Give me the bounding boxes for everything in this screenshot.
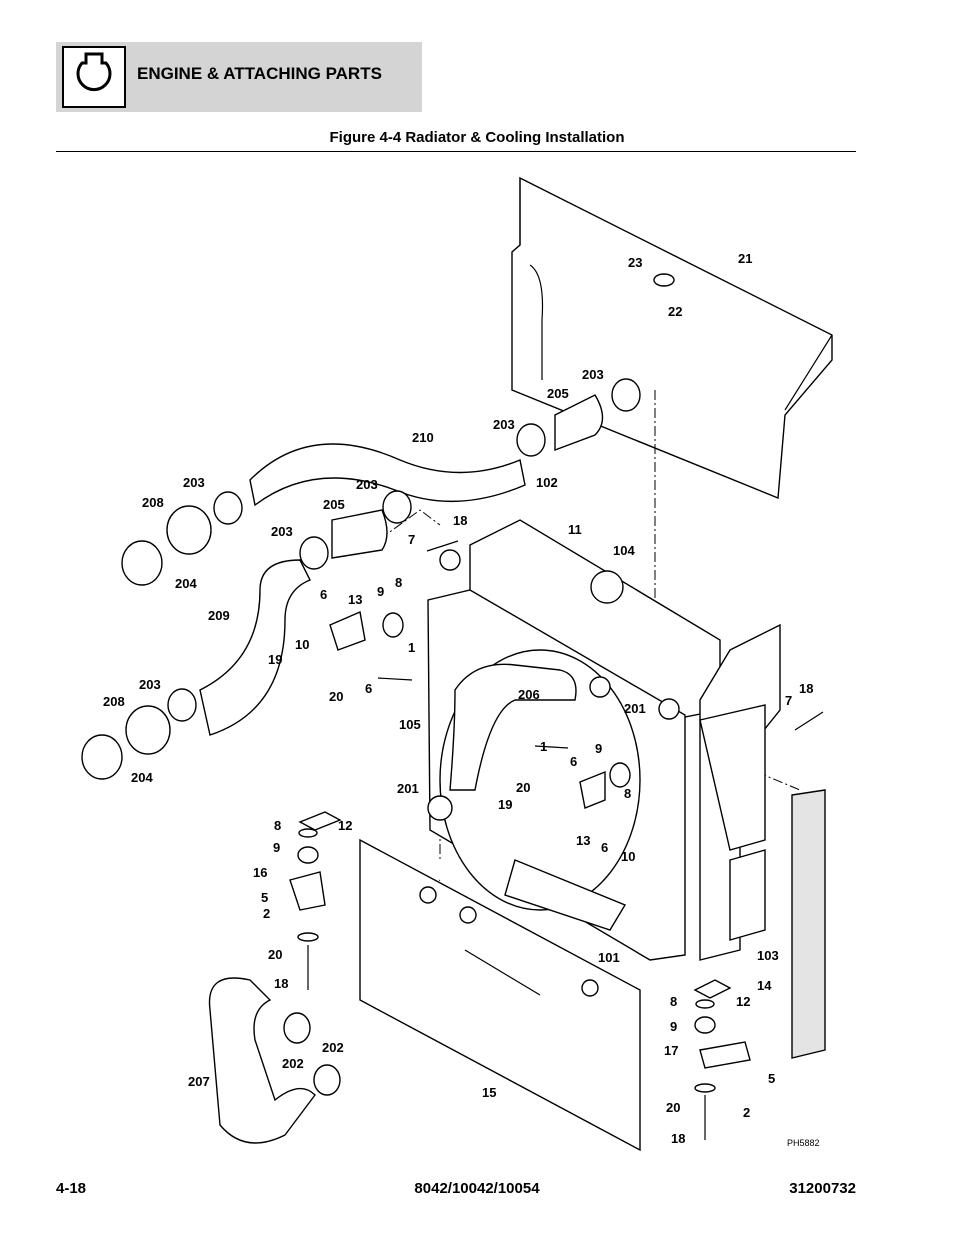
section-title: ENGINE & ATTACHING PARTS [137, 64, 382, 83]
callout-6: 6 [601, 840, 608, 855]
callout-208: 208 [142, 495, 164, 510]
callout-8: 8 [395, 575, 402, 590]
callout-12: 12 [736, 994, 750, 1009]
hose-clamps [81, 378, 641, 1096]
side-panel [791, 789, 826, 1059]
callout-8: 8 [274, 818, 281, 833]
callout-15: 15 [482, 1085, 496, 1100]
callout-20: 20 [516, 780, 530, 795]
callout-19: 19 [498, 797, 512, 812]
callout-19: 19 [268, 652, 282, 667]
callout-9: 9 [273, 840, 280, 855]
upper-hoses [199, 394, 604, 1144]
callout-210: 210 [412, 430, 434, 445]
callout-14: 14 [757, 978, 772, 993]
figure-title: Figure 4-4 Radiator & Cooling Installati… [329, 129, 625, 146]
callout-203: 203 [493, 417, 515, 432]
callout-18: 18 [453, 513, 467, 528]
callout-21: 21 [738, 251, 752, 266]
callout-105: 105 [399, 717, 421, 732]
callout-207: 207 [188, 1074, 210, 1089]
callout-8: 8 [670, 994, 677, 1009]
callout-13: 13 [348, 592, 362, 607]
callout-10: 10 [295, 637, 309, 652]
callout-205: 205 [323, 497, 345, 512]
engine-icon [62, 46, 126, 108]
callout-208: 208 [103, 694, 125, 709]
callout-204: 204 [175, 576, 197, 591]
callout-18: 18 [274, 976, 288, 991]
document-number: 31200732 [789, 1180, 856, 1197]
callout-205: 205 [547, 386, 569, 401]
callout-18: 18 [671, 1131, 685, 1146]
callout-23: 23 [628, 255, 642, 270]
callout-201: 201 [397, 781, 419, 796]
callout-7: 7 [785, 693, 792, 708]
callout-13: 13 [576, 833, 590, 848]
callout-204: 204 [131, 770, 153, 785]
callout-206: 206 [518, 687, 540, 702]
callout-20: 20 [329, 689, 343, 704]
baffle-plate [359, 838, 641, 1152]
callout-9: 9 [377, 584, 384, 599]
mount-hardware [289, 540, 824, 1140]
callout-203: 203 [139, 677, 161, 692]
callout-102: 102 [536, 475, 558, 490]
part-callouts: 21 22 23 203 205 203 210 102 203 208 203… [103, 251, 820, 1148]
callout-10: 10 [621, 849, 635, 864]
radiator-diagram: 21 22 23 203 205 203 210 102 203 208 203… [81, 176, 833, 1152]
callout-20: 20 [666, 1100, 680, 1115]
callout-202: 202 [282, 1056, 304, 1071]
callout-9: 9 [670, 1019, 677, 1034]
callout-11: 11 [568, 522, 582, 537]
radiator-core [427, 519, 781, 961]
callout-20: 20 [268, 947, 282, 962]
model-numbers: 8042/10042/10054 [414, 1180, 540, 1197]
callout-5: 5 [261, 890, 268, 905]
callout-6: 6 [365, 681, 372, 696]
callout-7: 7 [408, 532, 415, 547]
callout-103: 103 [757, 948, 779, 963]
shroud-bracket [511, 176, 833, 500]
callout-5: 5 [768, 1071, 775, 1086]
page-number: 4-18 [56, 1180, 87, 1197]
callout-6: 6 [320, 587, 327, 602]
callout-104: 104 [613, 543, 635, 558]
callout-8: 8 [624, 786, 631, 801]
callout-203: 203 [356, 477, 378, 492]
callout-101: 101 [598, 950, 620, 965]
callout-9: 9 [595, 741, 602, 756]
callout-16: 16 [253, 865, 267, 880]
callout-17: 17 [664, 1043, 678, 1058]
callout-203: 203 [271, 524, 293, 539]
callout-1: 1 [540, 739, 547, 754]
callout-6: 6 [570, 754, 577, 769]
callout-1: 1 [408, 640, 415, 655]
callout-18: 18 [799, 681, 813, 696]
photo-id: PH5882 [787, 1138, 820, 1148]
callout-2: 2 [743, 1105, 750, 1120]
callout-203: 203 [582, 367, 604, 382]
callout-2: 2 [263, 906, 270, 921]
callout-209: 209 [208, 608, 230, 623]
callout-201: 201 [624, 701, 646, 716]
callout-12: 12 [338, 818, 352, 833]
callout-202: 202 [322, 1040, 344, 1055]
header-rule [56, 151, 856, 152]
callout-22: 22 [668, 304, 682, 319]
callout-203: 203 [183, 475, 205, 490]
